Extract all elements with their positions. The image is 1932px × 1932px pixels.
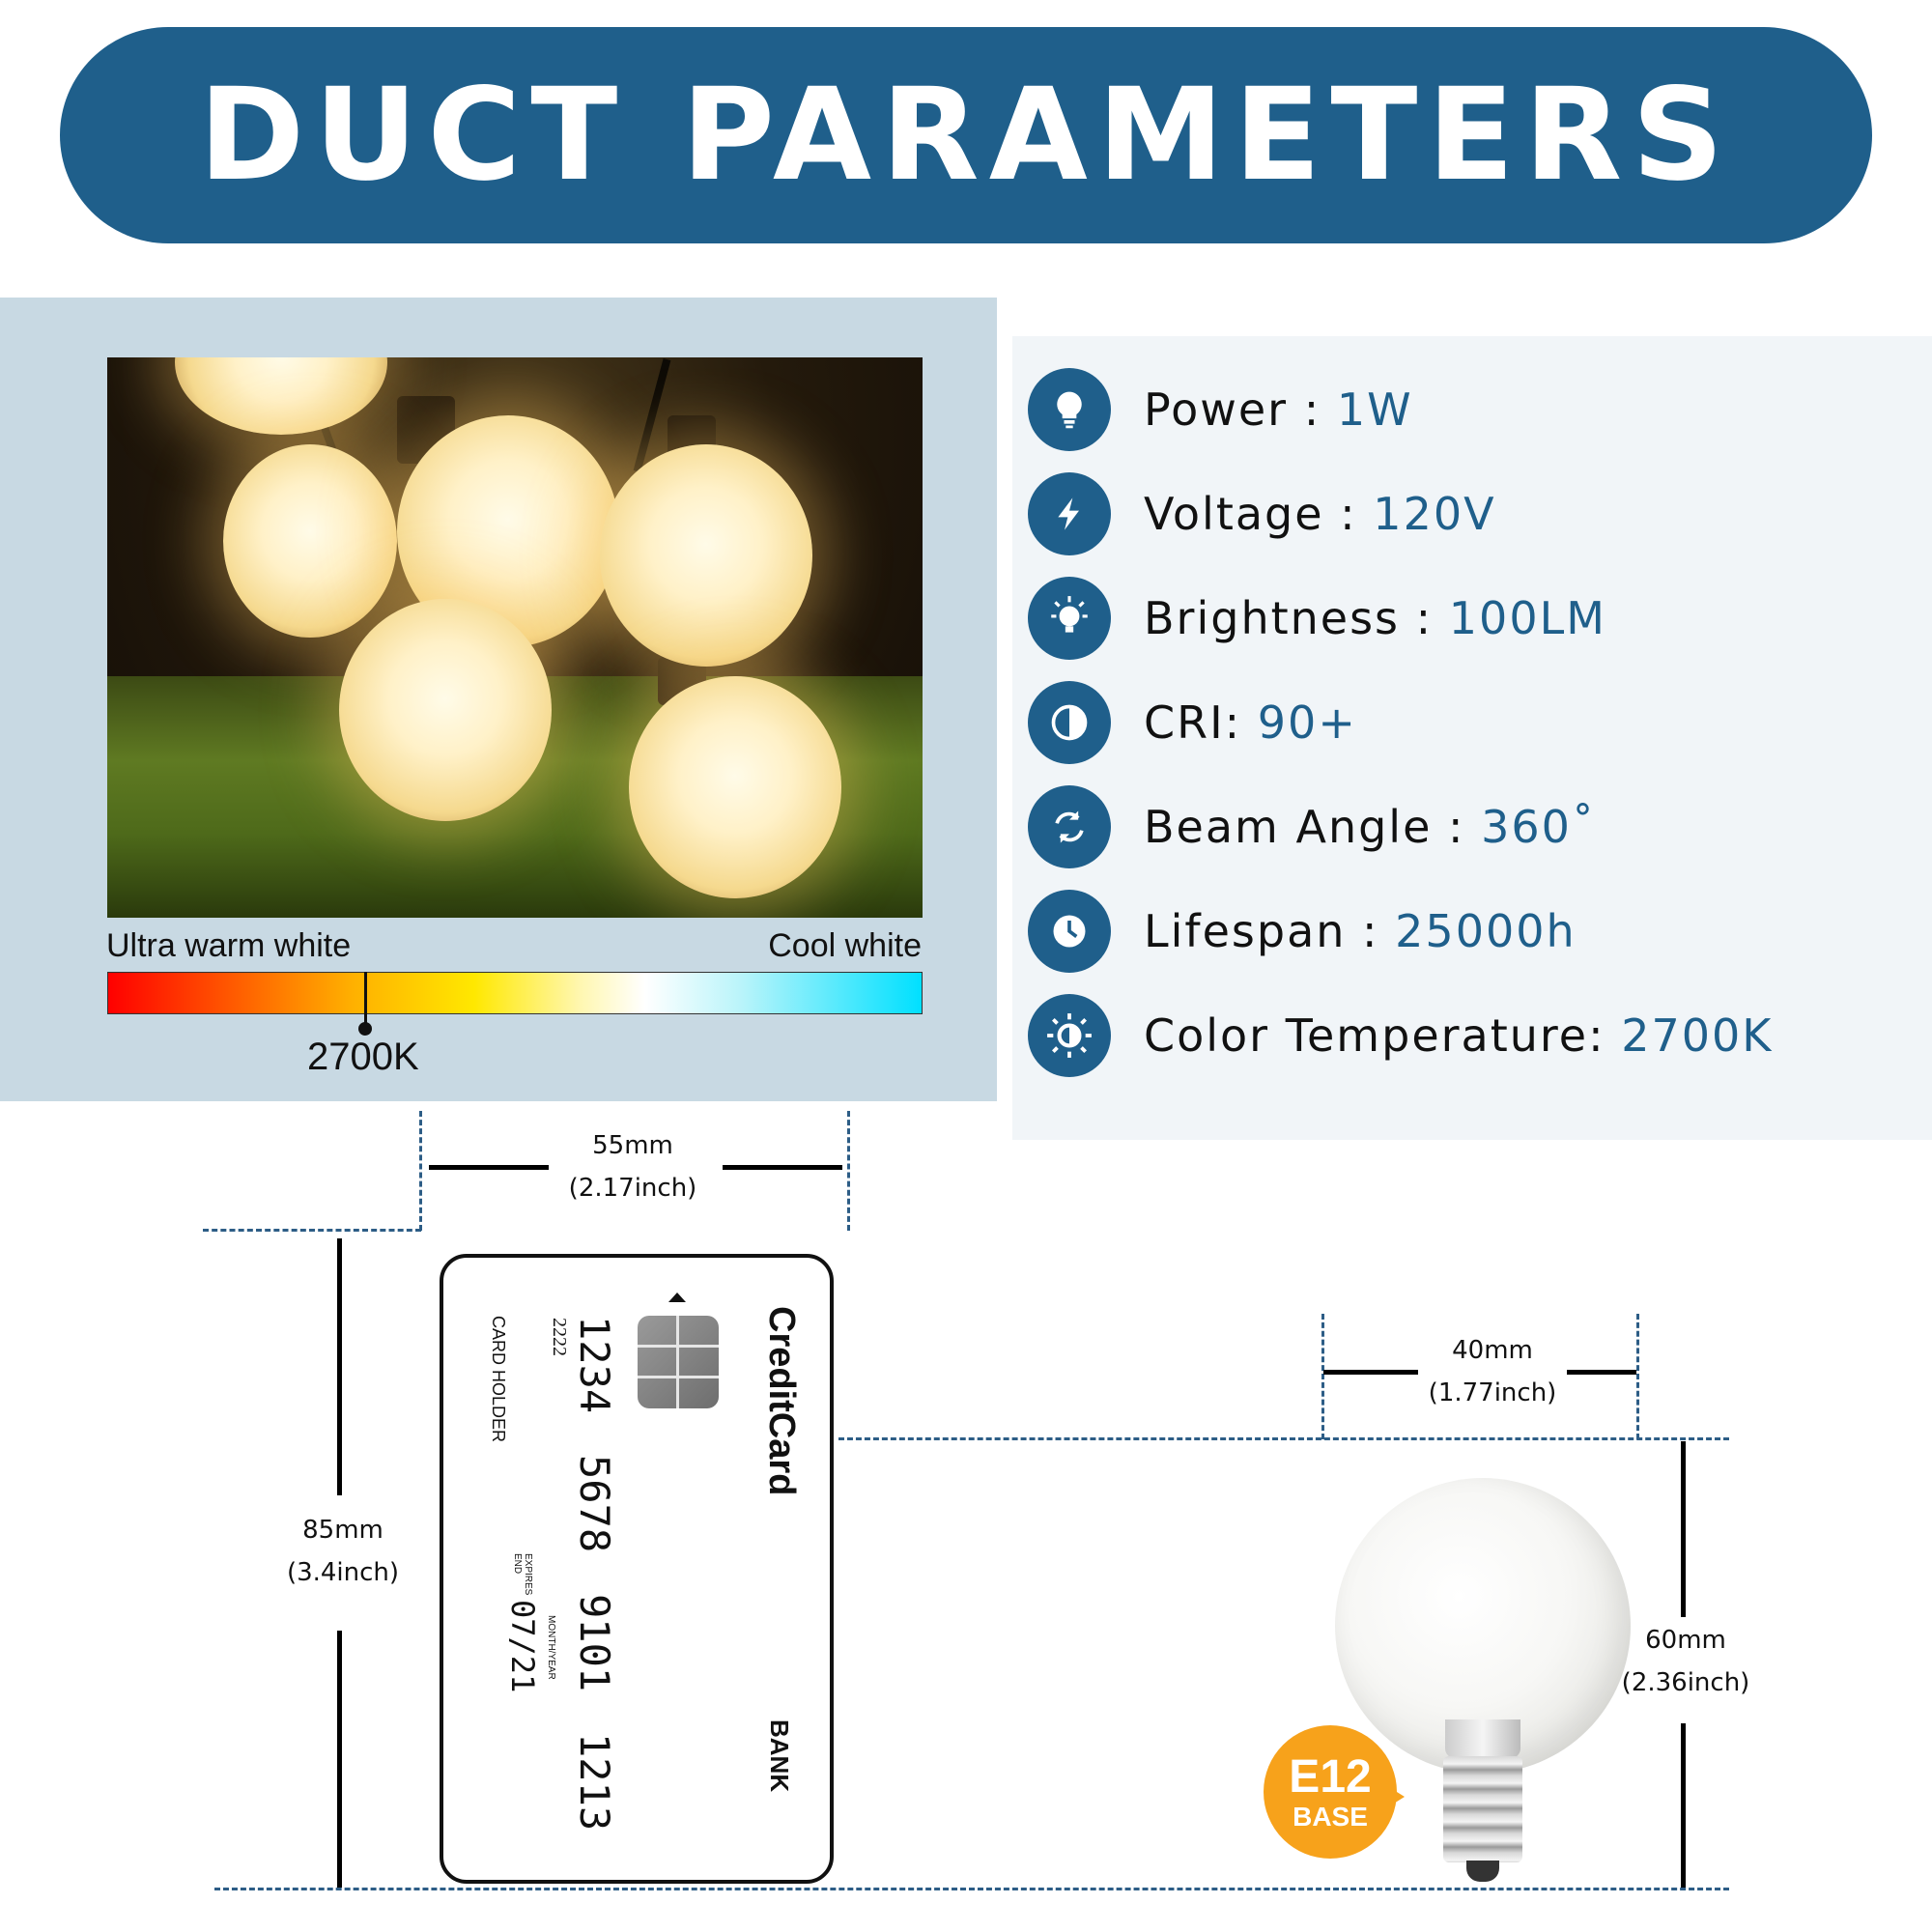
spec-row-voltage: Voltage : 120V	[1028, 471, 1496, 556]
spec-label: Power :	[1144, 384, 1321, 436]
badge-pointer	[1389, 1787, 1405, 1806]
dimension-guide	[203, 1229, 421, 1232]
glowing-bulb	[339, 599, 552, 821]
dimension-line	[1681, 1723, 1686, 1888]
card-brand: CreditCard	[761, 1306, 802, 1496]
spec-value: 360˚	[1481, 801, 1596, 853]
dimension-line	[1681, 1441, 1686, 1617]
rotate-arrows-icon	[1028, 785, 1111, 868]
color-temperature-scale	[107, 972, 923, 1014]
spec-label: Brightness :	[1144, 592, 1434, 644]
string-lights-photo	[107, 357, 923, 918]
card-expires-label: EXPIRES END	[512, 1553, 533, 1596]
card-expiry-date: 07/21	[504, 1600, 541, 1693]
spec-row-power: Power : 1W	[1028, 367, 1413, 452]
dimension-guide	[847, 1111, 850, 1231]
bulb-width-inch: (1.77inch)	[1428, 1378, 1557, 1407]
spec-label: Voltage :	[1144, 488, 1357, 540]
scale-left-label: Ultra warm white	[106, 927, 352, 964]
title-banner: DUCT PARAMETERS	[60, 27, 1872, 243]
card-width-inch: (2.17inch)	[568, 1174, 697, 1203]
spec-value: 2700K	[1621, 1009, 1774, 1062]
spec-row-cri: CRI: 90+	[1028, 680, 1357, 765]
chip-arrow-icon	[668, 1293, 686, 1302]
dimension-guide	[838, 1437, 1729, 1440]
clock-icon	[1028, 890, 1111, 973]
bulb-base-tip	[1466, 1861, 1499, 1882]
card-height-label: 85mm (3.4inch)	[261, 1509, 425, 1594]
e12-base-badge: E12 BASE	[1264, 1725, 1397, 1859]
card-holder-label: CARD HOLDER	[489, 1316, 508, 1443]
glowing-bulb	[600, 444, 812, 667]
card-number-group: 1213	[571, 1733, 618, 1832]
scale-marker-value: 2700K	[307, 1036, 419, 1078]
spec-label: CRI:	[1144, 696, 1242, 749]
dimension-line	[1567, 1370, 1636, 1375]
spec-label: Beam Angle :	[1144, 801, 1465, 853]
spec-label: Lifespan :	[1144, 905, 1379, 957]
bulb-height-mm: 60mm	[1645, 1626, 1726, 1655]
lightning-icon	[1028, 472, 1111, 555]
card-chip-icon	[638, 1316, 719, 1408]
spec-label: Color Temperature:	[1144, 1009, 1605, 1062]
card-width-label: 55mm (2.17inch)	[541, 1124, 724, 1209]
page-title: DUCT PARAMETERS	[198, 61, 1734, 210]
bulb-height-label: 60mm (2.36inch)	[1604, 1619, 1768, 1704]
dimension-guide	[1321, 1314, 1324, 1439]
dimension-guide	[1636, 1314, 1639, 1439]
badge-line1: E12	[1289, 1751, 1372, 1803]
glowing-bulb	[629, 676, 841, 898]
sun-icon	[1028, 994, 1111, 1077]
card-number-group: 1234	[571, 1316, 618, 1414]
spec-row-brightness: Brightness : 100LM	[1028, 576, 1606, 661]
scale-right-label: Cool white	[768, 927, 922, 964]
spec-row-beam-angle: Beam Angle : 360˚	[1028, 784, 1596, 869]
spec-panel	[1012, 336, 1932, 1140]
card-height-mm: 85mm	[302, 1516, 384, 1545]
spec-value: 120V	[1373, 488, 1496, 540]
card-height-inch: (3.4inch)	[286, 1558, 400, 1587]
bulb-height-inch: (2.36inch)	[1621, 1668, 1750, 1697]
dimension-line	[337, 1238, 342, 1495]
spec-row-lifespan: Lifespan : 25000h	[1028, 889, 1577, 974]
dimension-line	[1323, 1370, 1418, 1375]
scale-marker-dot	[358, 1022, 372, 1036]
spec-row-color-temperature: Color Temperature: 2700K	[1028, 993, 1773, 1078]
card-month-year-label: MONTH/YEAR	[546, 1615, 556, 1680]
bulb-width-mm: 40mm	[1452, 1336, 1533, 1365]
spec-value: 90+	[1257, 696, 1357, 749]
card-width-mm: 55mm	[592, 1131, 673, 1160]
credit-card-illustration	[440, 1254, 834, 1884]
half-circle-icon	[1028, 681, 1111, 764]
dimension-line	[723, 1165, 842, 1170]
dimension-line	[429, 1165, 549, 1170]
spec-value: 100LM	[1448, 592, 1606, 644]
bright-bulb-icon	[1028, 577, 1111, 660]
badge-line2: BASE	[1293, 1802, 1368, 1832]
scale-marker	[364, 972, 367, 1030]
bulb-neck	[1445, 1719, 1520, 1758]
card-bank: BANK	[765, 1719, 794, 1793]
card-small-number: 2222	[549, 1318, 570, 1356]
dimension-guide	[419, 1111, 422, 1231]
lightbulb-icon	[1028, 368, 1111, 451]
baseline-guide	[214, 1888, 1729, 1890]
bulb-width-label: 40mm (1.77inch)	[1401, 1329, 1584, 1414]
card-number-group: 9101	[571, 1594, 618, 1692]
dimension-line	[337, 1631, 342, 1888]
glowing-bulb	[223, 444, 397, 638]
spec-value: 1W	[1336, 384, 1413, 436]
glowing-bulb	[175, 357, 387, 435]
e12-screw-base	[1443, 1756, 1522, 1862]
card-number-group: 5678	[571, 1455, 618, 1553]
spec-value: 25000h	[1395, 905, 1577, 957]
